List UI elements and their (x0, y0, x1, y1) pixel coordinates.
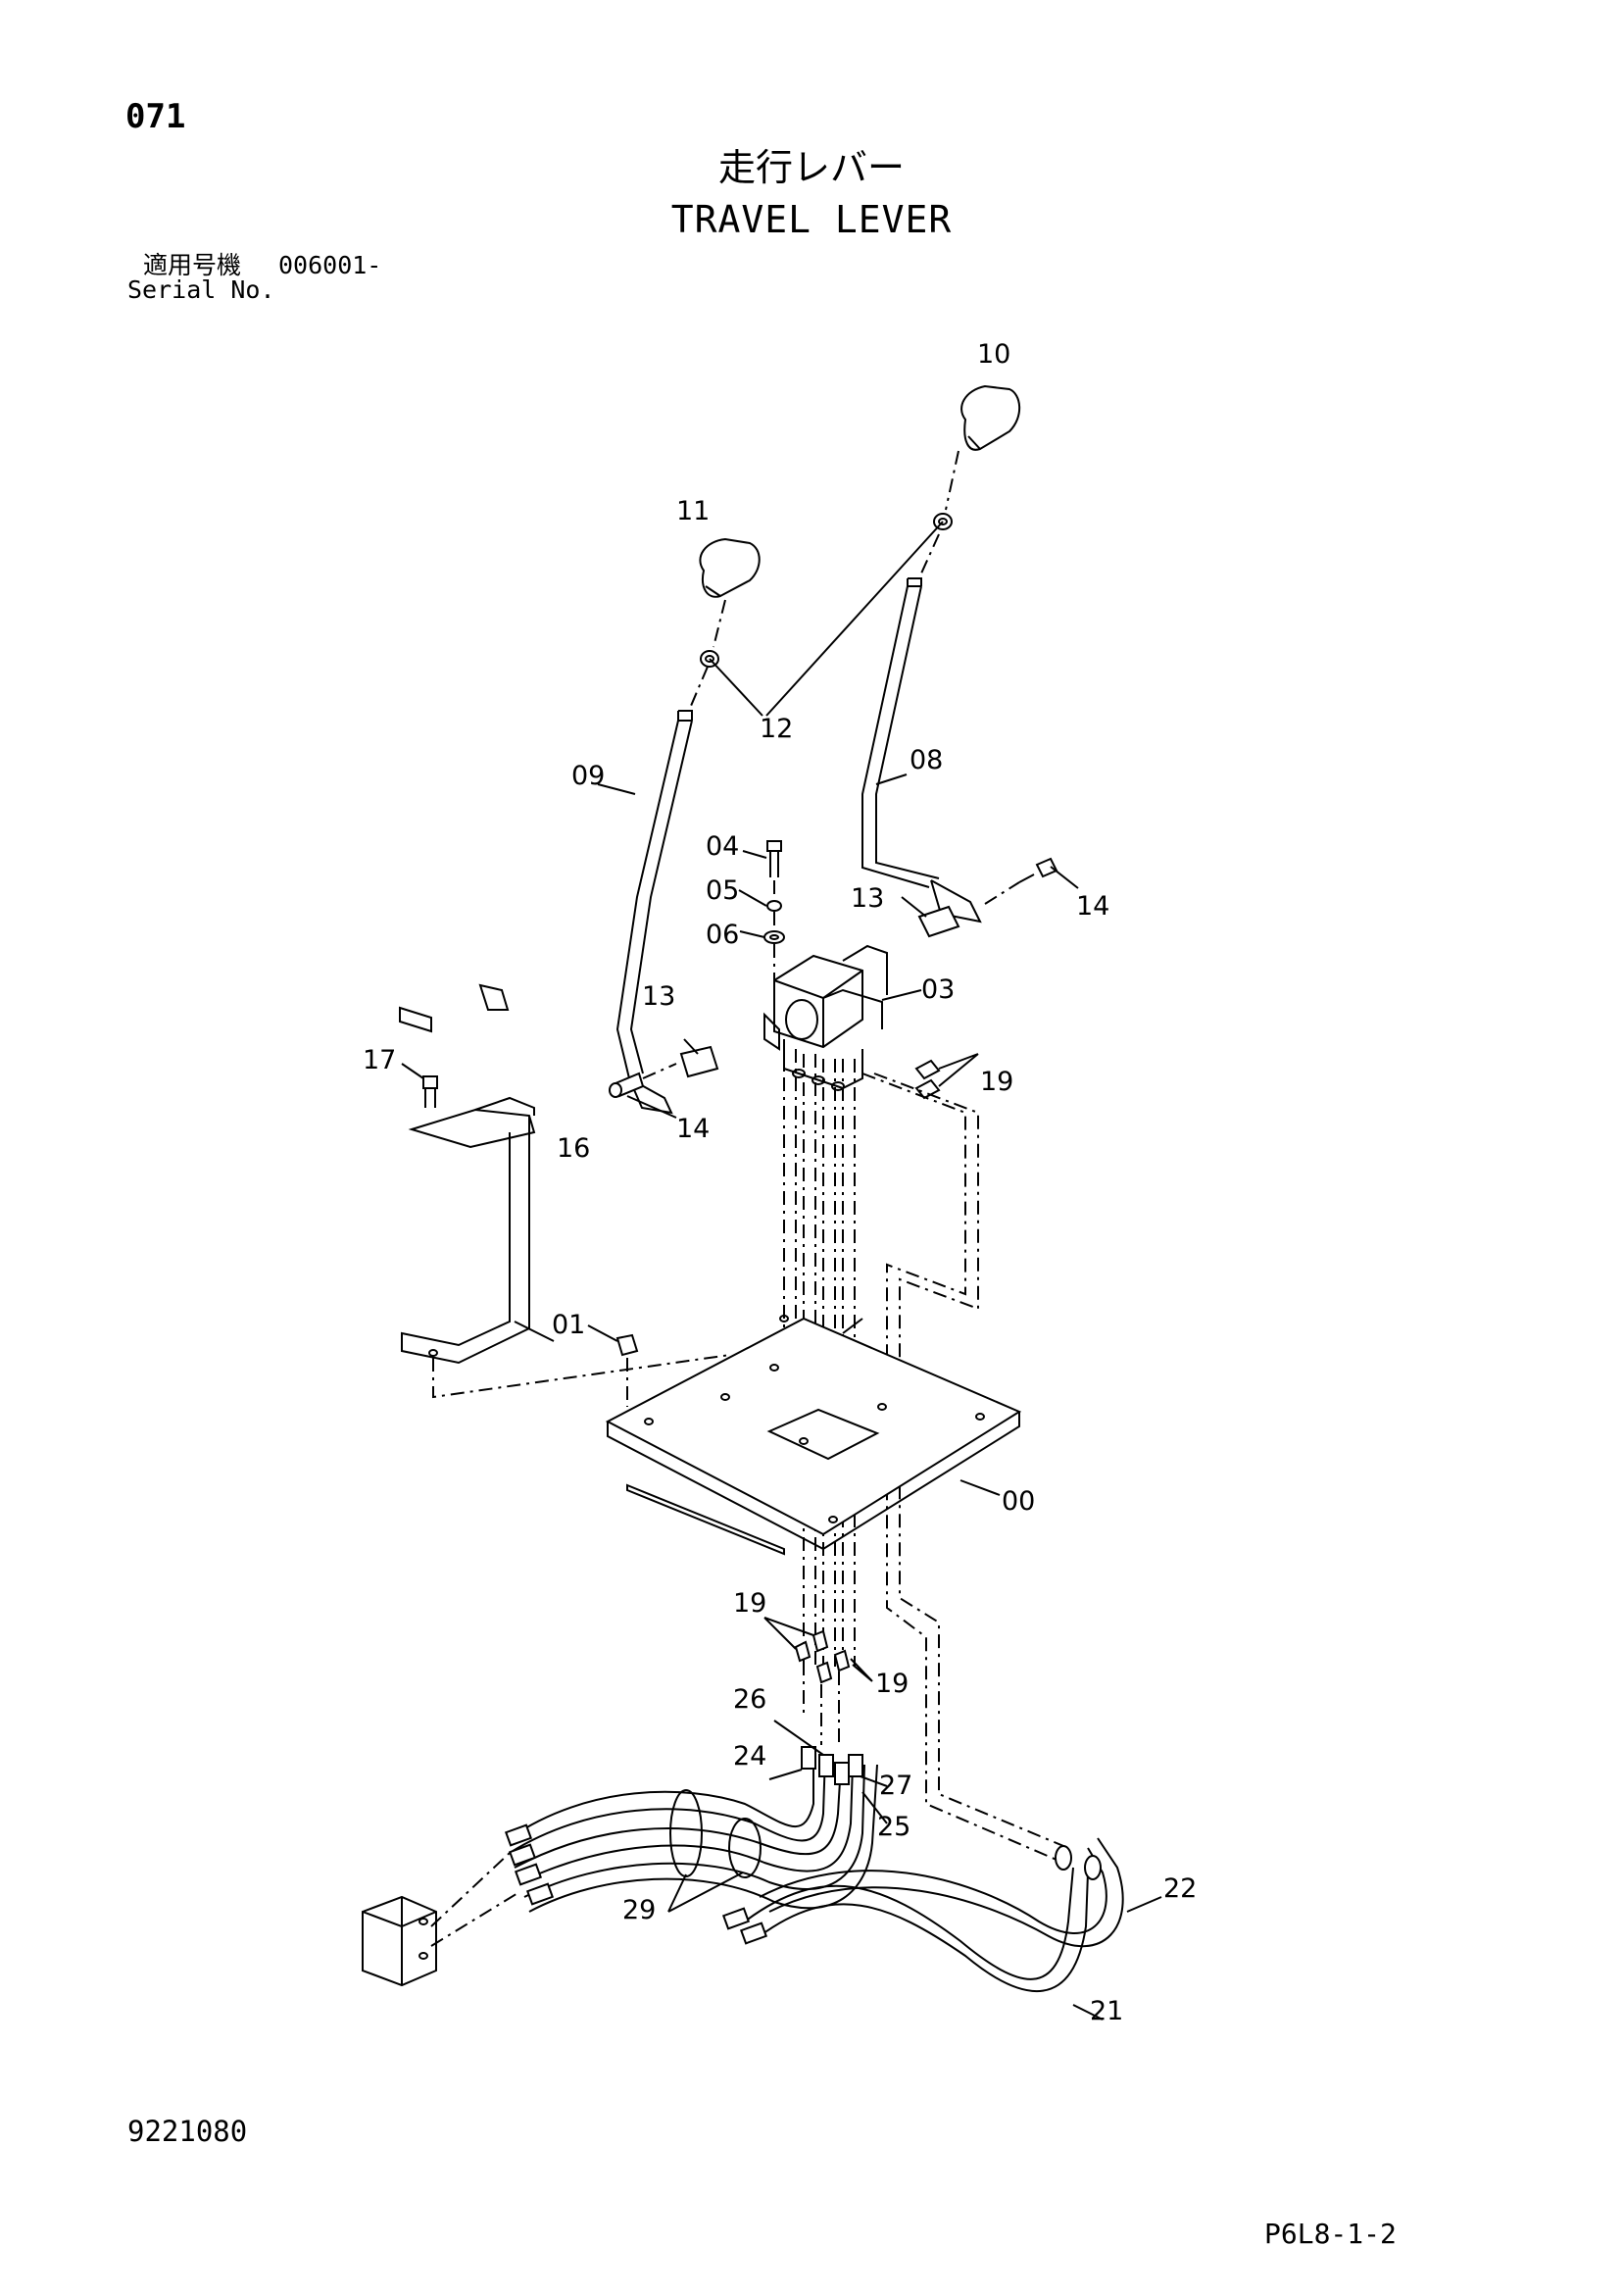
callout-13-right: 13 (851, 883, 884, 914)
callout-27: 27 (879, 1771, 912, 1801)
callout-25: 25 (877, 1812, 910, 1842)
callout-01: 01 (552, 1310, 585, 1340)
callout-26: 26 (733, 1684, 766, 1715)
callout-24: 24 (733, 1741, 766, 1772)
callout-21: 21 (1090, 1996, 1123, 2026)
callout-16: 16 (557, 1133, 590, 1164)
callout-12: 12 (760, 714, 793, 744)
callout-17: 17 (363, 1045, 396, 1075)
callout-00: 00 (1002, 1486, 1035, 1517)
callout-29: 29 (622, 1895, 656, 1925)
washer-05 (766, 900, 782, 912)
nut-upper (933, 513, 953, 530)
fittings-19-lower (794, 1629, 851, 1684)
floor-plate-00 (605, 1315, 1022, 1556)
page-number: 071 (125, 97, 186, 136)
lever-left (615, 710, 693, 1115)
callout-14-right: 14 (1076, 891, 1109, 922)
callout-22: 22 (1163, 1873, 1197, 1904)
callout-06: 06 (706, 920, 739, 950)
lever-right (861, 577, 982, 923)
washer-06 (763, 930, 785, 944)
left-knob (699, 537, 761, 598)
serial-label-japanese: 適用号機 (143, 251, 242, 279)
document-number: 9221080 (127, 2115, 248, 2148)
connector-block (362, 1895, 437, 1987)
serial-value: 006001- (278, 251, 382, 279)
bolt-04 (766, 840, 782, 877)
callout-13-left: 13 (642, 981, 675, 1012)
right-knob (960, 384, 1021, 451)
hoses-21-22 (721, 1837, 1124, 1993)
hose-bundle (504, 1746, 878, 1913)
callout-10: 10 (977, 339, 1010, 370)
figure-code: P6L8-1-2 (1264, 2218, 1397, 2250)
callout-05: 05 (706, 875, 739, 906)
pilot-valve-03 (763, 944, 888, 1091)
nut-lower (700, 650, 719, 668)
callout-03: 03 (921, 974, 955, 1005)
callout-08: 08 (910, 745, 943, 775)
callout-19-upper: 19 (980, 1067, 1013, 1097)
callout-19-lower-right: 19 (875, 1669, 909, 1699)
callout-19-lower-left: 19 (733, 1588, 766, 1619)
bracket-16 (399, 983, 536, 1365)
title-japanese: 走行レバー (717, 146, 905, 189)
callout-04: 04 (706, 831, 739, 862)
callout-09: 09 (571, 761, 605, 791)
callout-14-left: 14 (676, 1114, 710, 1144)
fittings-19-upper (914, 1059, 941, 1100)
title-english: TRAVEL LEVER (670, 198, 953, 241)
callout-11: 11 (676, 496, 710, 526)
serial-label-english: Serial No. (127, 275, 275, 304)
